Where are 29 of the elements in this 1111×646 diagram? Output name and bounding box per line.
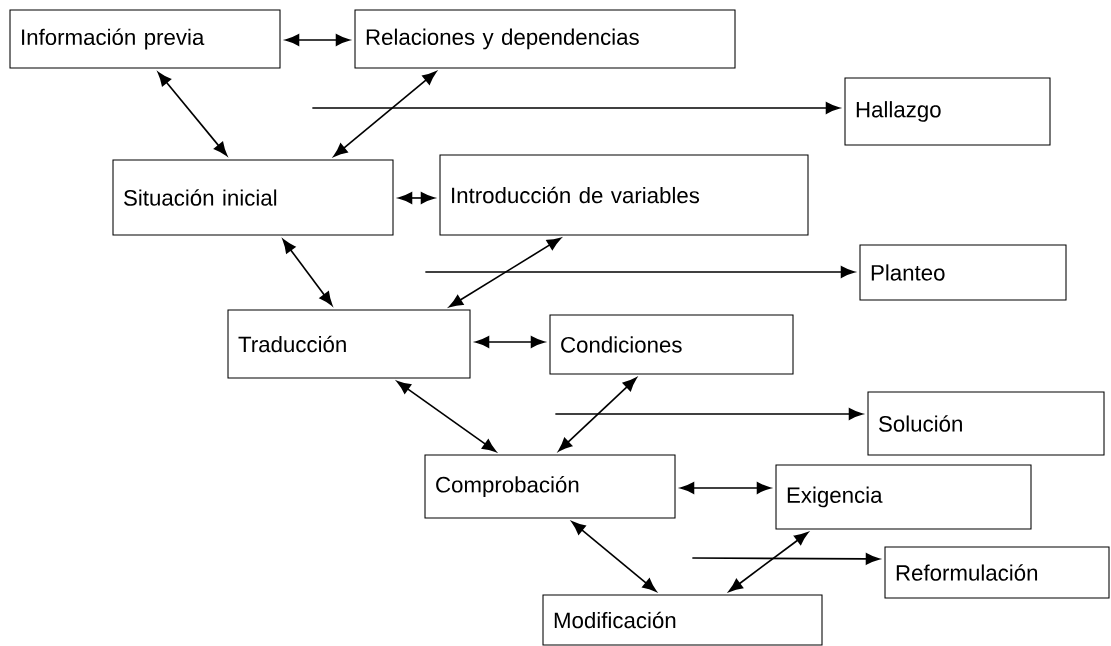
arrow bbox=[571, 521, 657, 592]
arrow bbox=[728, 532, 809, 592]
arrow bbox=[311, 102, 840, 114]
text-box: Modificación bbox=[542, 594, 823, 646]
arrow bbox=[680, 482, 771, 494]
arrow bbox=[448, 237, 562, 308]
text-box: Traducción bbox=[227, 309, 471, 379]
text-box: Exigencia bbox=[775, 464, 1032, 530]
text-box: Reformulación bbox=[884, 546, 1110, 599]
arrow bbox=[398, 192, 435, 204]
text-box: Hallazgo bbox=[844, 77, 1051, 146]
arrow bbox=[558, 377, 637, 452]
arrow bbox=[157, 72, 228, 156]
arrow bbox=[554, 408, 863, 420]
text-box: Planteo bbox=[859, 244, 1067, 301]
text-box: Relaciones y dependencias bbox=[354, 9, 736, 69]
text-box: Solución bbox=[867, 391, 1105, 456]
arrow bbox=[396, 380, 497, 453]
text-box: Introducción de variables bbox=[439, 154, 809, 236]
text-box: Condiciones bbox=[549, 314, 794, 375]
text-box: Situación inicial bbox=[112, 159, 394, 236]
text-box: Comprobación bbox=[424, 454, 676, 519]
text-box: Información previa bbox=[9, 9, 281, 69]
arrow bbox=[285, 34, 350, 46]
arrow bbox=[424, 266, 855, 278]
arrow bbox=[691, 553, 880, 565]
arrow bbox=[282, 239, 333, 306]
arrow bbox=[333, 71, 437, 157]
arrow bbox=[475, 336, 545, 348]
